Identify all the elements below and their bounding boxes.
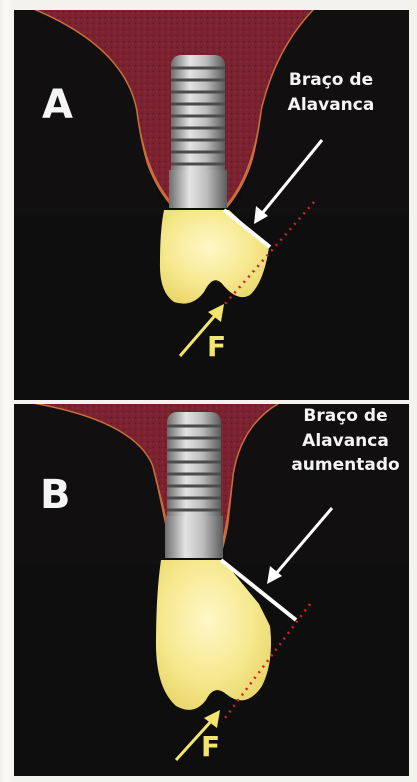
lever-label-a-line2: Alavanca [266, 93, 396, 118]
panel-a: A Braço de Alavanca F [14, 10, 409, 400]
lever-label-a: Braço de Alavanca [266, 68, 396, 117]
implant-a [169, 55, 227, 208]
lever-label-b-line3: aumentado [282, 453, 409, 478]
panel-letter-a: A [42, 82, 73, 128]
lever-label-b-line2: Alavanca [282, 429, 409, 454]
lever-label-b-line1: Braço de [282, 404, 409, 429]
force-label-b: F [201, 730, 220, 763]
panel-b: B Braço de Alavanca aumentado F [14, 404, 409, 776]
implant-b [165, 412, 223, 558]
lever-label-a-line1: Braço de [266, 68, 396, 93]
crown-a [160, 210, 269, 304]
lever-label-b: Braço de Alavanca aumentado [282, 404, 409, 478]
force-label-a: F [207, 330, 226, 363]
panel-letter-b: B [40, 472, 71, 518]
crown-b [156, 560, 271, 710]
